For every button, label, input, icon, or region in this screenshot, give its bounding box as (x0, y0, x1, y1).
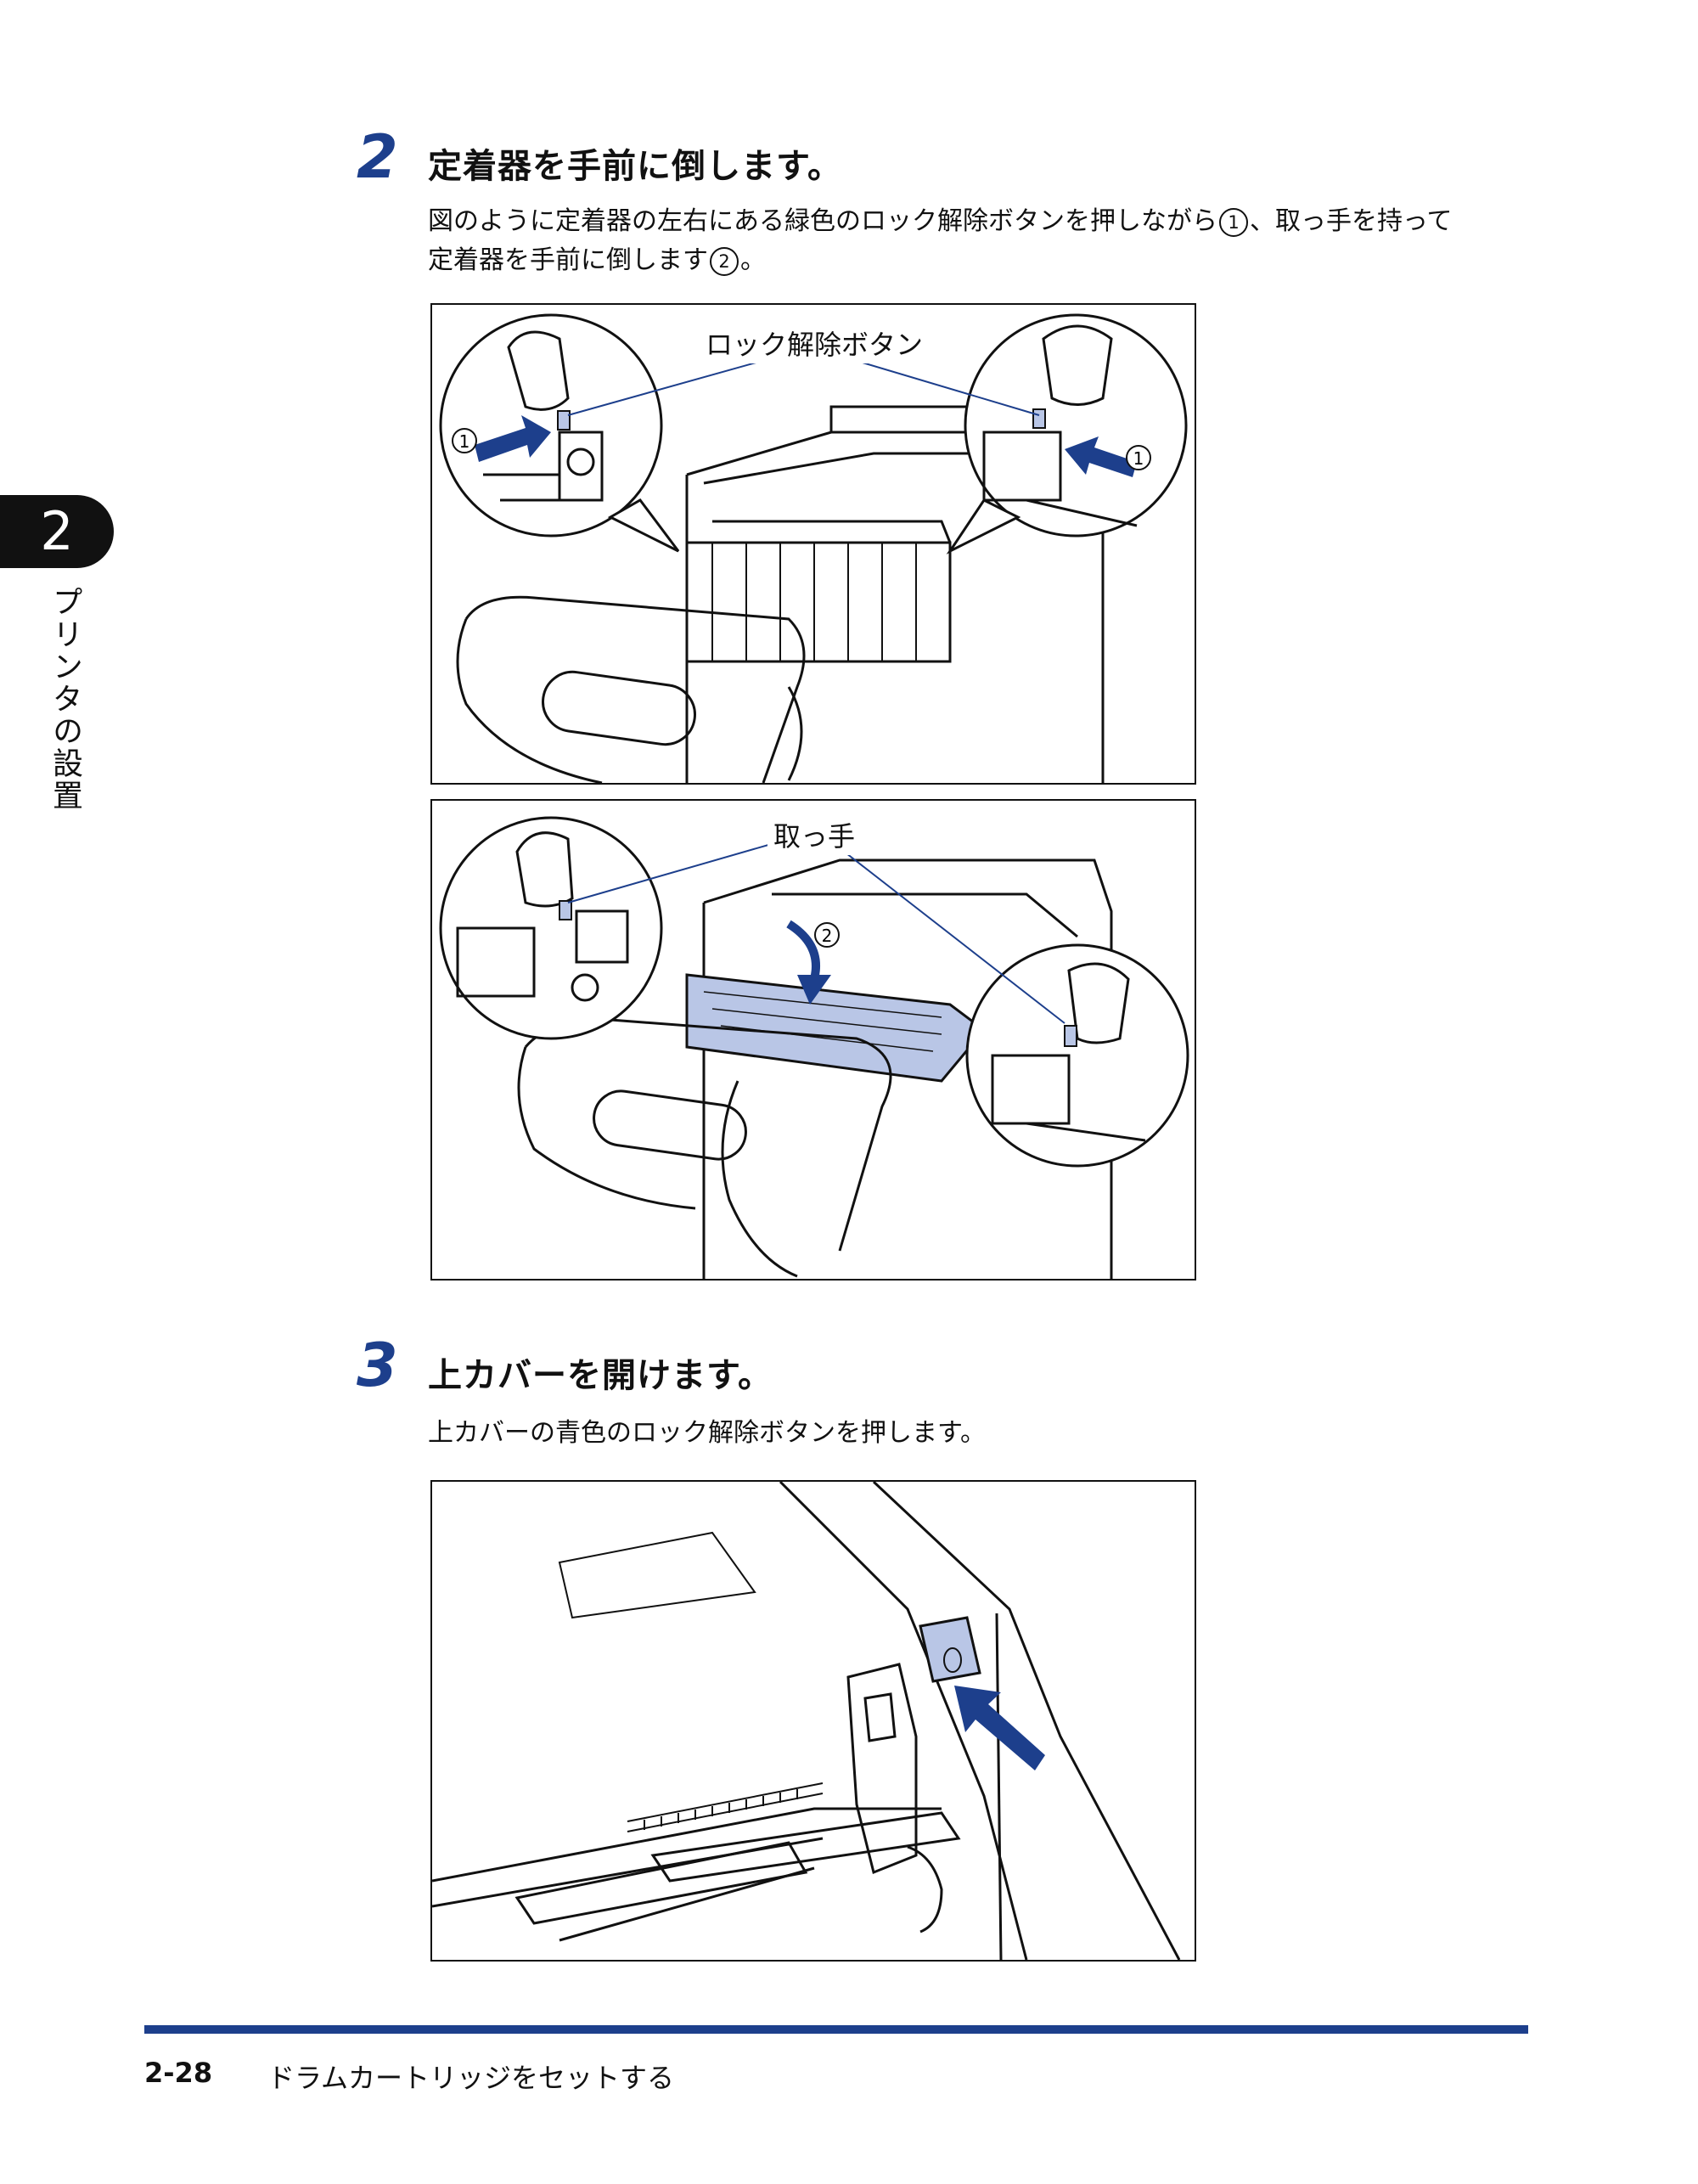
tilt-arrow (797, 975, 831, 1005)
callout-right: 1 (1133, 448, 1144, 469)
circled-number-1: 1 (1219, 207, 1248, 237)
step-2-number: 2 (357, 122, 398, 192)
callout-left: 1 (459, 431, 470, 452)
push-arrow (954, 1686, 1045, 1770)
footer-rule (144, 2025, 1528, 2034)
figure-handle: 2 取っ手 (430, 799, 1196, 1281)
fuser-tilt-illustration: 2 取っ手 (439, 816, 1189, 1279)
chapter-tab: 2 (0, 495, 114, 568)
circled-number-2: 2 (710, 246, 739, 276)
push-arrow-right (1065, 436, 1137, 477)
step-3-title: 上カバーを開けます。 (428, 1356, 773, 1395)
push-arrow-left (475, 415, 551, 462)
callout-2: 2 (822, 926, 833, 946)
step-2-title: 定着器を手前に倒します。 (428, 147, 842, 186)
chapter-title: プリンタの設置 (48, 586, 82, 812)
chapter-number: 2 (40, 500, 74, 562)
page-number: 2-28 (144, 2057, 213, 2089)
label-handle: 取っ手 (773, 820, 855, 853)
printer-open-illustration: 1 1 ロック解除ボタン (439, 313, 1188, 783)
fuser-unit (685, 973, 987, 1083)
figure-top-cover (430, 1480, 1196, 1962)
top-cover-illustration (432, 1482, 1181, 1960)
label-lock-release-button: ロック解除ボタン (706, 329, 923, 361)
figure-lock-release: 1 1 ロック解除ボタン (430, 303, 1196, 785)
step-3-body: 上カバーの青色のロック解除ボタンを押します。 (428, 1418, 986, 1448)
step-3-number: 3 (357, 1331, 398, 1400)
footer-section-title: ドラムカートリッジをセットする (267, 2062, 675, 2094)
